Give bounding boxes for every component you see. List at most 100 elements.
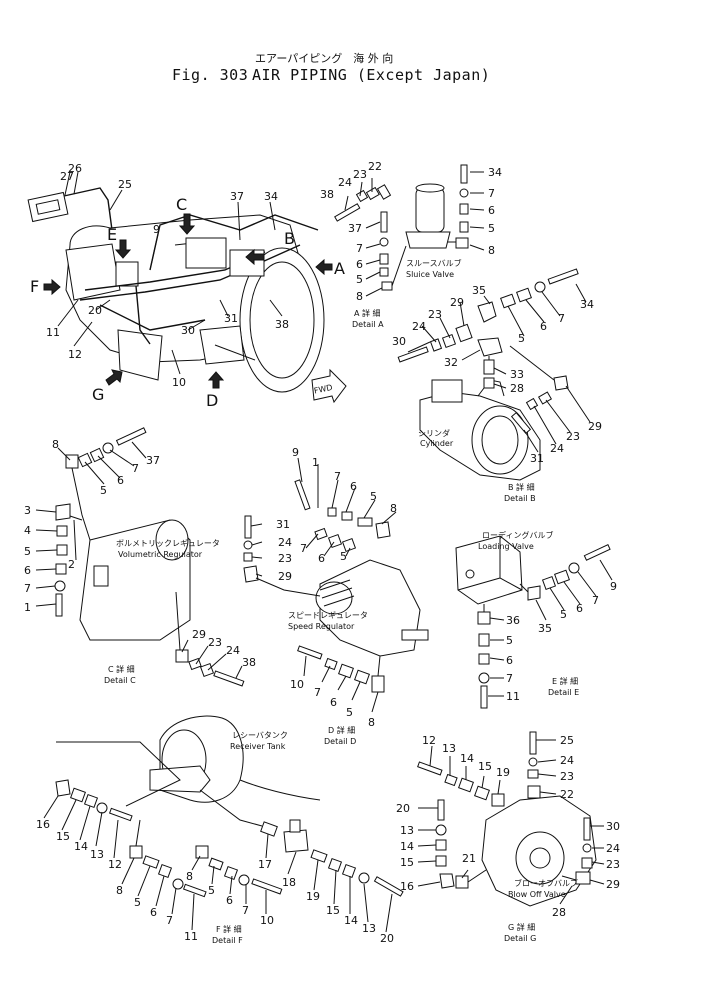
callout-g-19: 19	[496, 766, 510, 779]
figure-number: Fig. 303	[172, 66, 248, 84]
callout-e-9: 9	[610, 580, 617, 593]
figure-title: AIR PIPING (Except Japan)	[252, 66, 490, 84]
callout-b-5: 5	[518, 332, 525, 345]
view-label-d: D	[206, 391, 218, 410]
callout-f-7: 7	[166, 914, 173, 927]
callout-f-8b: 8	[186, 870, 193, 883]
callout-a-34: 34	[488, 166, 502, 179]
detail-f-en: Detail F	[212, 936, 243, 945]
callout-b-33: 33	[510, 368, 524, 381]
callout-f-10: 10	[260, 914, 274, 927]
callout-main-11: 11	[46, 326, 60, 339]
label-receiver-tank-en: Receiver Tank	[230, 742, 286, 751]
callout-d-6: 6	[350, 480, 357, 493]
label-cylinder-en: Cylinder	[420, 439, 454, 448]
detail-c-en: Detail C	[104, 676, 136, 685]
detail-b-en: Detail B	[504, 494, 536, 503]
view-label-g: G	[92, 385, 104, 404]
callout-f-16: 16	[36, 818, 50, 831]
label-sluice-valve-en: Sluice Valve	[406, 270, 454, 279]
callout-b-29b: 29	[588, 420, 602, 433]
callout-a-37: 37	[348, 222, 362, 235]
callout-b-31: 31	[530, 452, 544, 465]
callout-g-22: 22	[560, 788, 574, 801]
callout-c-5: 5	[100, 484, 107, 497]
label-speed-regulator-en: Speed Regulator	[288, 622, 355, 631]
callout-f-5: 5	[134, 896, 141, 909]
callout-e-6b: 6	[506, 654, 513, 667]
callout-a-5b: 5	[488, 222, 495, 235]
callout-c-3: 3	[24, 504, 31, 517]
callout-d-5b: 5	[340, 550, 347, 563]
callout-g-21: 21	[462, 852, 476, 865]
callout-main-12: 12	[68, 348, 82, 361]
callout-c-8: 8	[52, 438, 59, 451]
detail-c-jp: C 詳 細	[108, 664, 135, 674]
callout-a-6: 6	[356, 258, 363, 271]
callout-a-7: 7	[356, 242, 363, 255]
detail-b-jp: B 詳 細	[508, 482, 535, 492]
callout-e-5: 5	[560, 608, 567, 621]
callout-b-35: 35	[472, 284, 486, 297]
callout-d-29: 29	[278, 570, 292, 583]
callout-c-38: 38	[242, 656, 256, 669]
callout-b-6: 6	[540, 320, 547, 333]
callout-a-7b: 7	[488, 187, 495, 200]
callout-main-37: 37	[230, 190, 244, 203]
label-speed-regulator-jp: スピードレギュレータ	[288, 611, 368, 620]
detail-d: 9 1 7 6 5 8 31 24 23 29 7 6 5 10 7 6 5 8…	[243, 446, 429, 746]
callout-f-14b: 14	[344, 914, 358, 927]
callout-d-24: 24	[278, 536, 292, 549]
callout-c-23: 23	[208, 636, 222, 649]
detail-c: 8 5 6 7 37 3 4 5 6 7 1 2 29 23 24 38 ボルメ…	[24, 427, 256, 687]
detail-g-en: Detail G	[504, 934, 536, 943]
callout-main-9: 9	[153, 223, 160, 236]
callout-main-27: 27	[60, 170, 74, 183]
callout-e-6: 6	[576, 602, 583, 615]
callout-main-10: 10	[172, 376, 186, 389]
detail-f-jp: F 詳 細	[216, 924, 242, 934]
callout-g-14b: 14	[400, 840, 414, 853]
callout-b-24: 24	[412, 320, 426, 333]
view-label-c: C	[176, 195, 187, 214]
callout-g-20: 20	[396, 802, 410, 815]
callout-b-28: 28	[510, 382, 524, 395]
detail-b: 35 34 7 6 5 29 23 24 30 32 33 28 31 24 2…	[392, 268, 602, 503]
callout-d-5c: 5	[346, 706, 353, 719]
detail-e: 9 7 6 5 35 36 5 6 7 11 ローディングバルブ Loading…	[455, 530, 617, 709]
label-volumetric-regulator-jp: ボルメトリックレギュレータ	[116, 539, 220, 548]
label-loading-valve-jp: ローディングバルブ	[482, 530, 553, 540]
callout-a-24: 24	[338, 176, 352, 189]
callout-g-16: 16	[400, 880, 414, 893]
callout-main-26: 26	[68, 162, 82, 175]
detail-a-jp: A 詳 細	[354, 308, 381, 318]
callout-b-29: 29	[450, 296, 464, 309]
callout-b-7: 7	[558, 312, 565, 325]
callout-a-22: 22	[368, 160, 382, 173]
callout-f-15b: 15	[326, 904, 340, 917]
callout-c-6b: 6	[24, 564, 31, 577]
callout-f-5b: 5	[208, 884, 215, 897]
callout-f-6b: 6	[226, 894, 233, 907]
callout-e-11: 11	[506, 690, 520, 703]
callout-g-12: 12	[422, 734, 436, 747]
callout-g-13: 13	[442, 742, 456, 755]
detail-f: 16 15 14 13 12 8 5 6 7 11 8 5 6 7 10 17 …	[36, 715, 404, 945]
callout-b-23: 23	[428, 308, 442, 321]
label-loading-valve-en: Loading Valve	[478, 542, 534, 551]
callout-f-8: 8	[116, 884, 123, 897]
callout-g-23: 23	[560, 770, 574, 783]
callout-f-18: 18	[282, 876, 296, 889]
callout-a-8: 8	[356, 290, 363, 303]
callout-g-14: 14	[460, 752, 474, 765]
callout-a-8b: 8	[488, 244, 495, 257]
view-label-e: E	[107, 225, 117, 244]
callout-d-8: 8	[390, 502, 397, 515]
label-receiver-tank-jp: レシーバタンク	[232, 731, 288, 740]
callout-e-36: 36	[506, 614, 520, 627]
callout-d-5: 5	[370, 490, 377, 503]
callout-g-24: 24	[560, 754, 574, 767]
callout-c-6: 6	[117, 474, 124, 487]
callout-g-28: 28	[552, 906, 566, 919]
view-label-b: B	[284, 229, 295, 248]
